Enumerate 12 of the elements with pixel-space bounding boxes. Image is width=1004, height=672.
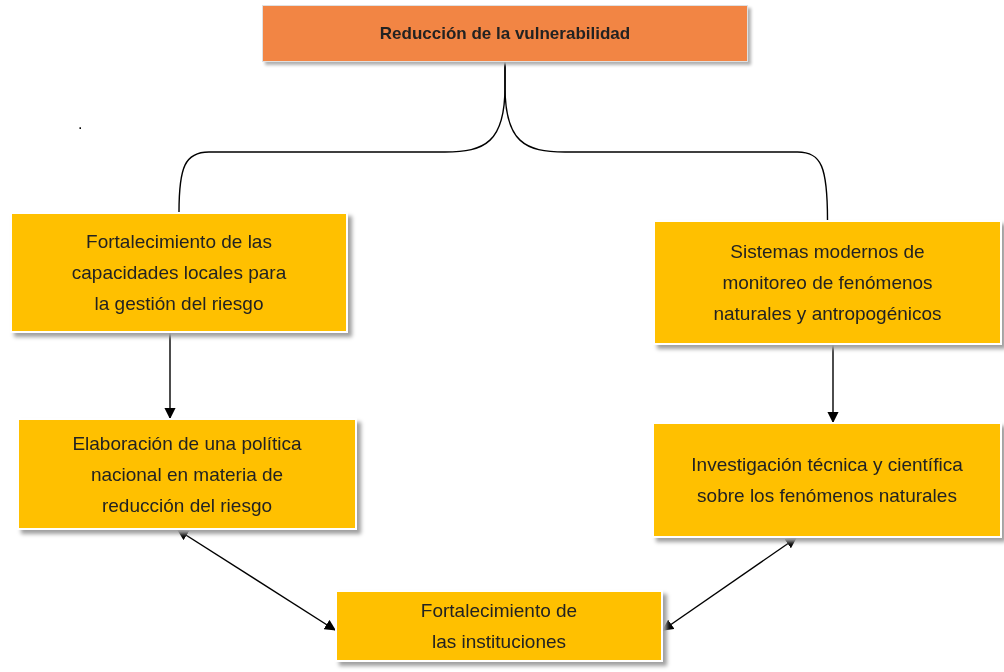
arrow xyxy=(827,344,839,424)
arrow xyxy=(164,332,176,420)
process-box: Sistemas modernos de monitoreo de fenómenos naturales y antropogénicos xyxy=(653,220,1002,345)
dot-mark: . xyxy=(78,114,83,134)
connector-line xyxy=(504,61,829,221)
process-box: Investigación técnica y científica sobre los fenómenos naturales xyxy=(652,422,1002,538)
process-box: Fortalecimiento de las capacidades locales para la gestión del riesgo xyxy=(10,212,348,333)
arrow xyxy=(177,529,336,631)
title-box: Reducción de la vulnerabilidad xyxy=(262,5,748,62)
process-box: Elaboración de una política nacional en materia de reducción del riesgo xyxy=(17,418,357,530)
arrow xyxy=(662,537,797,631)
process-box: Fortalecimiento de las instituciones xyxy=(335,590,663,662)
